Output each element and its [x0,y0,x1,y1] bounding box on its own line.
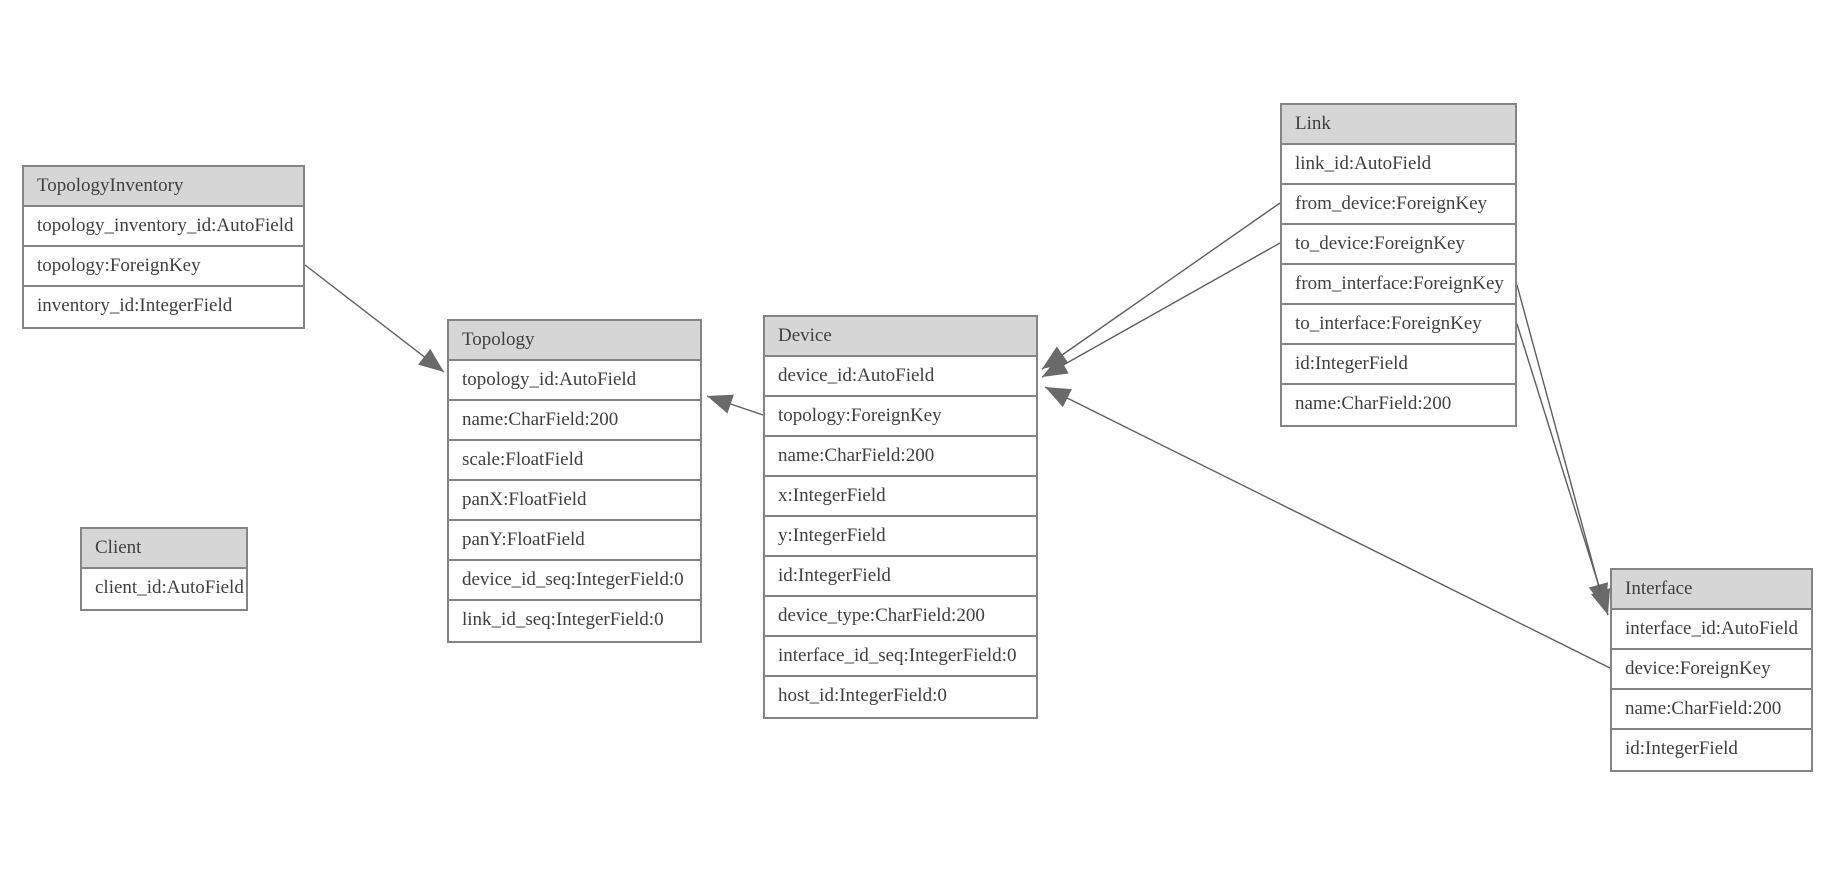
table-row: link_id_seq:IntegerField:0 [462,609,664,630]
table-row: topology:ForeignKey [765,397,1036,437]
table-row: topology_id:AutoField [449,361,700,401]
table-title: Device [765,317,1036,357]
table-row: to_device:ForeignKey [1282,225,1515,265]
table-title: TopologyInventory [24,167,303,207]
table-title: Interface [1612,570,1811,610]
table-row: device:ForeignKey [1612,650,1811,690]
table-row: device_id_seq:IntegerField:0 [449,561,700,601]
table-row: topology_inventory_id:AutoField [24,207,303,247]
table-client: Client client_id:AutoField [80,527,248,611]
table-row: name:CharField:200 [765,437,1036,477]
table-title: Topology [449,321,700,361]
table-row: from_device:ForeignKey [1282,185,1515,225]
table-row: device_id:AutoField [765,357,1036,397]
table-row: name:CharField:200 [1612,690,1811,730]
relation-topologyinventory-topology [304,264,445,373]
table-row: name:CharField:200 [449,401,700,441]
table-row: device_type:CharField:200 [765,597,1036,637]
table-row: panY:FloatField [449,521,700,561]
table-row: interface_id_seq:IntegerField:0 [765,637,1036,677]
table-row: id:IntegerField [1625,738,1738,759]
table-row: panX:FloatField [449,481,700,521]
table-row: id:IntegerField [765,557,1036,597]
table-row: y:IntegerField [765,517,1036,557]
relation-link-from_interface-interface [1516,284,1609,610]
table-row: from_interface:ForeignKey [1282,265,1515,305]
table-row: id:IntegerField [1282,345,1515,385]
table-row: x:IntegerField [765,477,1036,517]
table-row: client_id:AutoField [95,577,244,598]
table-row: interface_id:AutoField [1612,610,1811,650]
table-row: host_id:IntegerField:0 [778,685,947,706]
table-row: scale:FloatField [449,441,700,481]
table-row: topology:ForeignKey [24,247,303,287]
table-row: to_interface:ForeignKey [1282,305,1515,345]
table-title: Client [82,529,246,569]
relation-interface-device [1044,386,1611,669]
relation-link-to_device-device [1041,242,1281,378]
table-row: link_id:AutoField [1282,145,1515,185]
table-row: inventory_id:IntegerField [37,295,233,316]
relation-device-topology [706,394,764,416]
table-title: Link [1282,105,1515,145]
relation-link-from_device-device [1041,202,1281,370]
table-row: name:CharField:200 [1295,393,1452,414]
relation-link-to_interface-interface [1516,323,1611,616]
